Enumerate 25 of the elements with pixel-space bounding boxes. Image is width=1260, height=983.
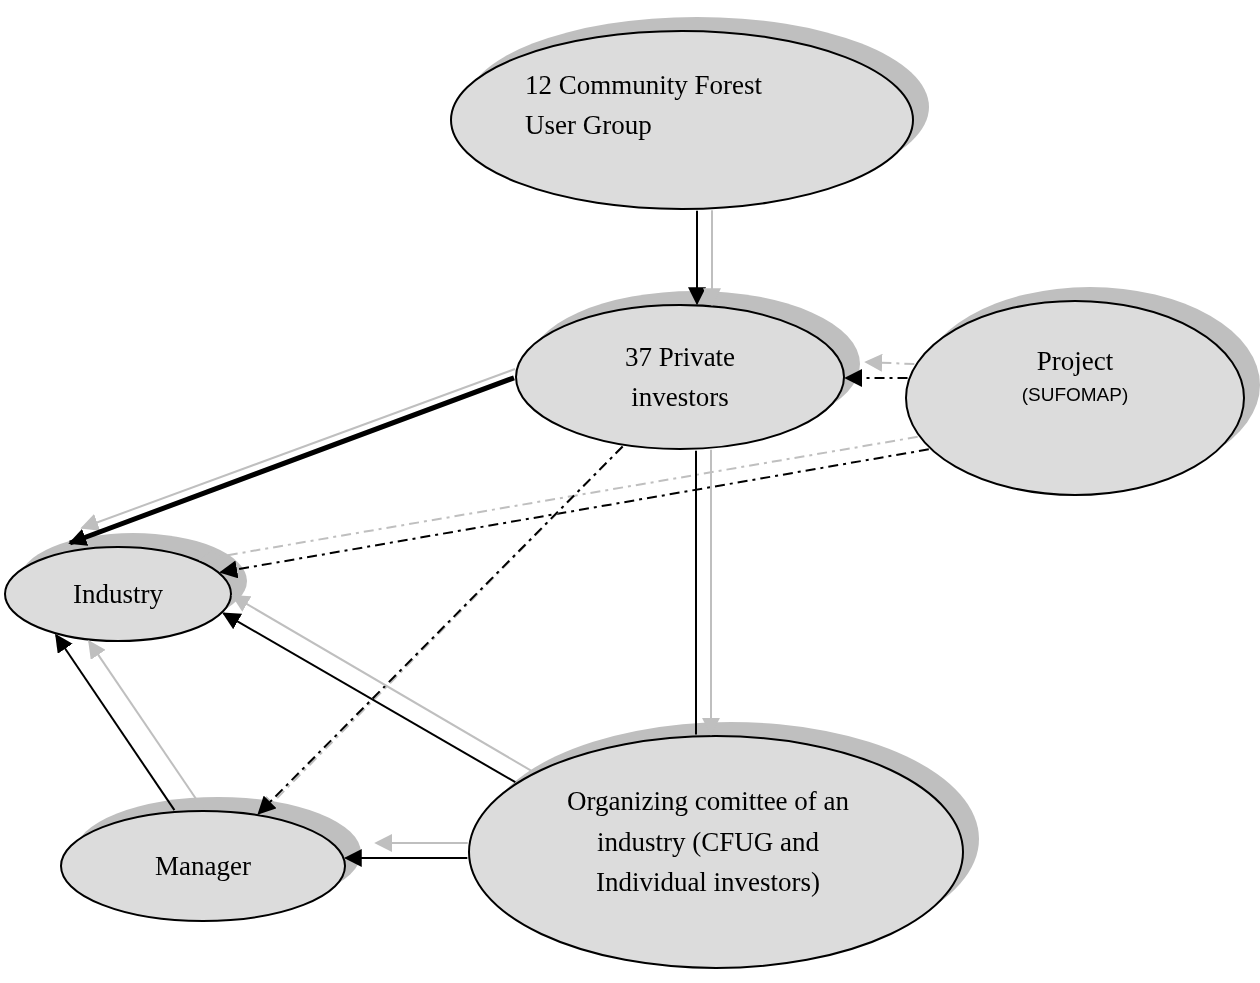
node-ellipse: [59, 796, 362, 923]
node-label: Organizing comittee of an industry (CFUG and Individual investors): [565, 785, 851, 900]
node-ellipse: [514, 290, 861, 451]
node-label: 37 Private investors: [623, 340, 737, 414]
arrow: [844, 369, 909, 387]
arrow: [702, 448, 720, 736]
arrow: [703, 209, 721, 307]
arrow: [374, 834, 469, 852]
connector-line: [695, 449, 697, 736]
node-ellipse: [904, 286, 1260, 497]
arrow: [343, 849, 469, 867]
arrow: [55, 633, 176, 812]
node-label: 12 Community Forest User Group: [525, 68, 763, 142]
arrow: [864, 353, 916, 372]
node-label: Project: [1035, 344, 1115, 378]
node-ellipse: [3, 532, 248, 643]
node-label: Manager: [154, 849, 252, 883]
arrow: [688, 209, 706, 306]
node-ellipse: [467, 721, 980, 970]
arrow: [219, 448, 930, 579]
arrow: [222, 612, 517, 784]
node-subtitle: (SUFOMAP): [1020, 383, 1130, 407]
node-label: Industry: [72, 577, 164, 611]
arrow: [231, 594, 535, 773]
node-ellipse: [449, 16, 930, 211]
